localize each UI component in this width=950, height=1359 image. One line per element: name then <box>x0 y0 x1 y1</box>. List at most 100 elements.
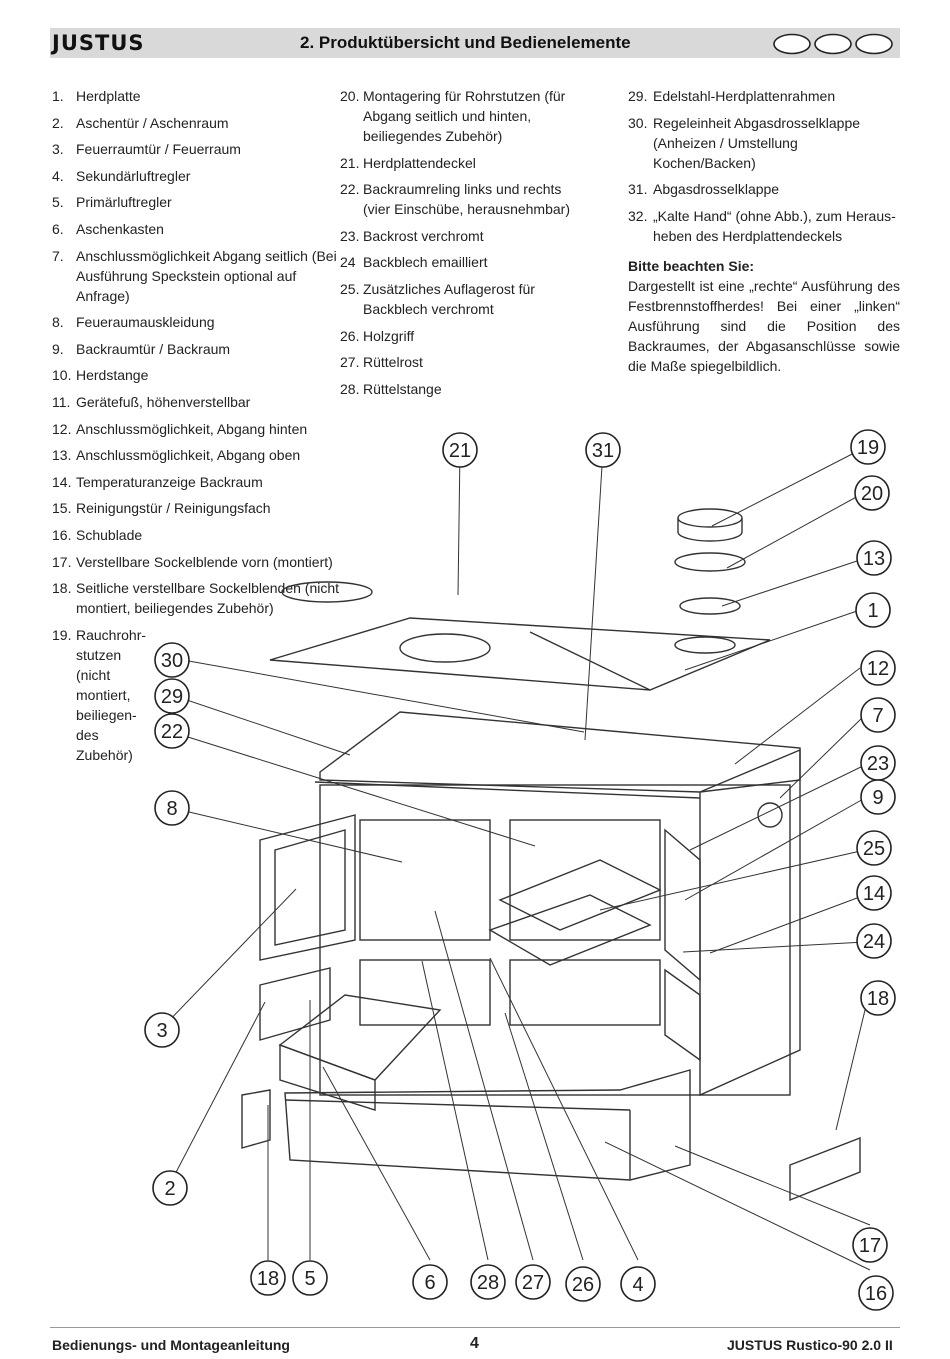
svg-text:13: 13 <box>863 548 885 570</box>
svg-text:17: 17 <box>859 1235 881 1257</box>
callout-9: 9 <box>860 779 896 815</box>
callout-20: 20 <box>854 475 890 511</box>
legend-item: 25.Zusätzliches Auflagerost für Backblec… <box>340 280 535 317</box>
legend-item: 2.Aschentür / Aschenraum <box>52 114 229 131</box>
svg-text:18: 18 <box>867 988 889 1010</box>
note-body: Dargestellt ist eine „rechte“ Ausführung… <box>628 277 900 374</box>
legend-item: 3.Feuerraumtür / Feuerraum <box>52 141 241 158</box>
svg-text:7: 7 <box>872 705 883 727</box>
svg-text:28: 28 <box>477 1272 499 1294</box>
svg-text:31: 31 <box>592 440 614 462</box>
legend-item: 27.Rüttelrost <box>340 354 423 371</box>
svg-text:25: 25 <box>863 838 885 860</box>
note-heading: Bitte beachten Sie: <box>628 257 755 274</box>
svg-text:21: 21 <box>449 440 471 462</box>
legend-item: 16.Schublade <box>52 526 143 543</box>
callout-14: 14 <box>856 875 892 911</box>
callout-16: 16 <box>858 1275 894 1311</box>
callout-22: 22 <box>154 713 190 749</box>
hotplate <box>269 617 771 691</box>
callout-3: 3 <box>144 1012 180 1048</box>
legend-item: 19.Rauchrohr-stutzen (nicht montiert, be… <box>52 626 147 763</box>
legend-column-2: 20.Montagering für Rohrstutzen (für Abga… <box>340 86 585 405</box>
callout-31: 31 <box>585 432 621 468</box>
legend-item: 7.Anschlussmöglichkeit Abgang seitlich (… <box>52 247 337 304</box>
svg-text:6: 6 <box>424 1272 435 1294</box>
legend-item: 13.Anschlussmöglichkeit, Abgang oben <box>52 447 301 464</box>
legend-item: 9.Backraumtür / Backraum <box>52 340 231 357</box>
callout-13: 13 <box>856 540 892 576</box>
legend-item: 11.Gerätefuß, höhenverstellbar <box>52 393 251 410</box>
svg-text:16: 16 <box>865 1283 887 1305</box>
callout-28: 28 <box>470 1264 506 1300</box>
legend-item: 29.Edelstahl-Herdplattenrahmen <box>628 88 836 104</box>
svg-text:5: 5 <box>304 1268 315 1290</box>
callout-7: 7 <box>860 697 896 733</box>
decorative-ovals <box>773 33 893 55</box>
legend-item: 31.Abgasdrosselklappe <box>628 181 780 198</box>
svg-text:1: 1 <box>867 600 878 622</box>
section-title: 2. Produktübersicht und Bedienelemente <box>300 33 631 52</box>
callout-21: 21 <box>442 432 478 468</box>
svg-text:23: 23 <box>867 753 889 775</box>
svg-text:9: 9 <box>872 787 883 809</box>
svg-text:3: 3 <box>156 1020 167 1042</box>
legend-item: 14.Temperaturanzeige Backraum <box>52 473 263 490</box>
callout-18: 18 <box>250 1260 286 1296</box>
legend-item: 22.Backraumreling links und rechts (vier… <box>340 181 570 218</box>
footer-right: JUSTUS Rustico-90 2.0 II <box>727 1337 893 1353</box>
hotplate-lid <box>281 581 373 603</box>
stove-body <box>319 784 791 1096</box>
callout-29: 29 <box>154 678 190 714</box>
legend-item: 28.Rüttelstange <box>340 380 442 397</box>
svg-text:12: 12 <box>867 658 889 680</box>
callout-8: 8 <box>154 790 190 826</box>
legend-item: 4.Sekundärluftregler <box>52 167 191 184</box>
callout-2: 2 <box>152 1170 188 1206</box>
footer-divider <box>50 1327 900 1328</box>
callout-27: 27 <box>515 1264 551 1300</box>
svg-text:24: 24 <box>863 931 885 953</box>
callout-24: 24 <box>856 923 892 959</box>
callout-25: 25 <box>856 830 892 866</box>
legend-item: 17.Verstellbare Sockelblende vorn (monti… <box>52 553 333 570</box>
legend-item: 10.Herdstange <box>52 367 149 384</box>
callout-18: 18 <box>860 980 896 1016</box>
footer-left: Bedienungs- und Montageanleitung <box>52 1337 290 1353</box>
flue-stub <box>677 508 743 528</box>
callout-1: 1 <box>855 592 891 628</box>
legend-item: 1.Herdplatte <box>52 88 141 104</box>
header-bar <box>50 28 900 58</box>
callout-30: 30 <box>154 642 190 678</box>
svg-text:29: 29 <box>161 686 183 708</box>
svg-text:26: 26 <box>572 1274 594 1296</box>
svg-text:2: 2 <box>164 1178 175 1200</box>
legend-item: 20.Montagering für Rohrstutzen (für Abga… <box>340 88 566 144</box>
callout-26: 26 <box>565 1266 601 1302</box>
brand-logo: JUSTUS <box>52 31 145 55</box>
svg-text:20: 20 <box>861 483 883 505</box>
callout-12: 12 <box>860 650 896 686</box>
svg-text:30: 30 <box>161 650 183 672</box>
callout-5: 5 <box>292 1260 328 1296</box>
svg-text:22: 22 <box>161 721 183 743</box>
svg-text:27: 27 <box>522 1272 544 1294</box>
legend-item: 12.Anschlussmöglichkeit, Abgang hinten <box>52 420 308 437</box>
page-number: 4 <box>470 1335 479 1352</box>
stove-exploded-diagram: 21 31 19 20 13 1 12 7 23 9 25 14 24 18 30 29 22 8 3 2 18 5 6 28… <box>144 429 896 1311</box>
legend-item: 23.Backrost verchromt <box>340 227 484 244</box>
legend-item: 32.„Kalte Hand“ (ohne Abb.), zum Heraus-… <box>628 207 896 244</box>
svg-text:18: 18 <box>257 1268 279 1290</box>
svg-text:4: 4 <box>632 1274 643 1296</box>
legend-item: 30.Regeleinheit Abgasdrosselklappe (Anhe… <box>628 114 861 171</box>
callout-4: 4 <box>620 1266 656 1302</box>
legend-item: 26.Holzgriff <box>340 327 415 344</box>
svg-text:8: 8 <box>166 798 177 820</box>
legend-item: 5.Primärluftregler <box>52 194 172 211</box>
legend-column-3: 29.Edelstahl-Herdplattenrahmen 30.Regele… <box>628 86 900 376</box>
callout-6: 6 <box>412 1264 448 1300</box>
callout-17: 17 <box>852 1227 888 1263</box>
svg-text:19: 19 <box>857 437 879 459</box>
callout-23: 23 <box>860 745 896 781</box>
